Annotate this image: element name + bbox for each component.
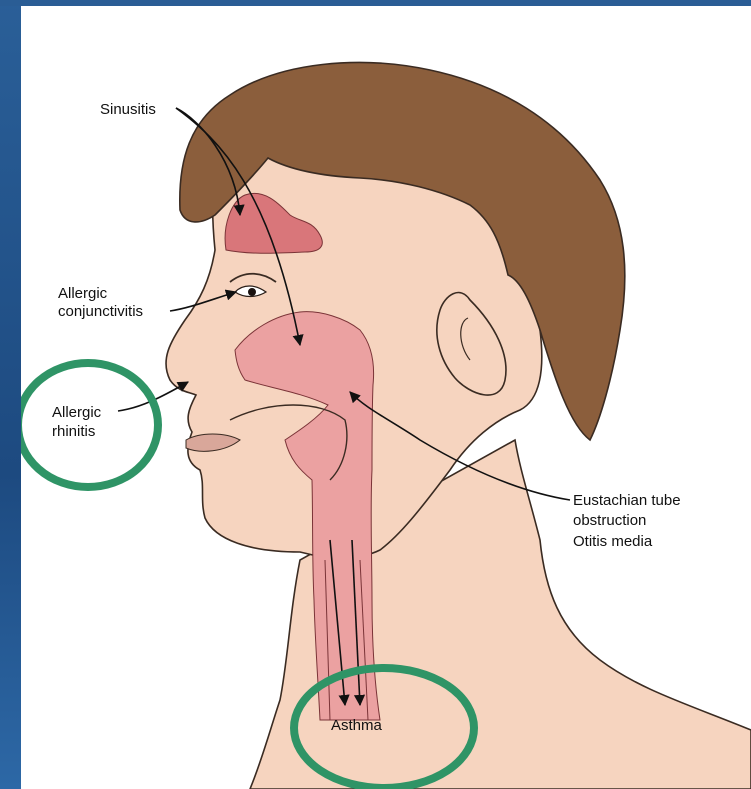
label-sinusitis: Sinusitis (100, 101, 156, 118)
left-frame-band (0, 0, 21, 789)
label-allergic-rhinitis-line2: rhinitis (52, 423, 95, 440)
label-allergic-rhinitis-line1: Allergic (52, 404, 102, 421)
label-eustachian-line3: Otitis media (573, 533, 653, 550)
figure-panel: Sinusitis Allergic conjunctivitis Allerg… (21, 6, 751, 789)
label-allergic-conjunctivitis-line2: conjunctivitis (58, 303, 143, 320)
label-eustachian-line2: obstruction (573, 512, 646, 529)
label-allergic-conjunctivitis-line1: Allergic (58, 285, 108, 302)
pupil (248, 288, 256, 296)
label-eustachian-line1: Eustachian tube (573, 492, 681, 509)
label-asthma: Asthma (331, 717, 383, 734)
anatomy-diagram: Sinusitis Allergic conjunctivitis Allerg… (21, 6, 751, 789)
